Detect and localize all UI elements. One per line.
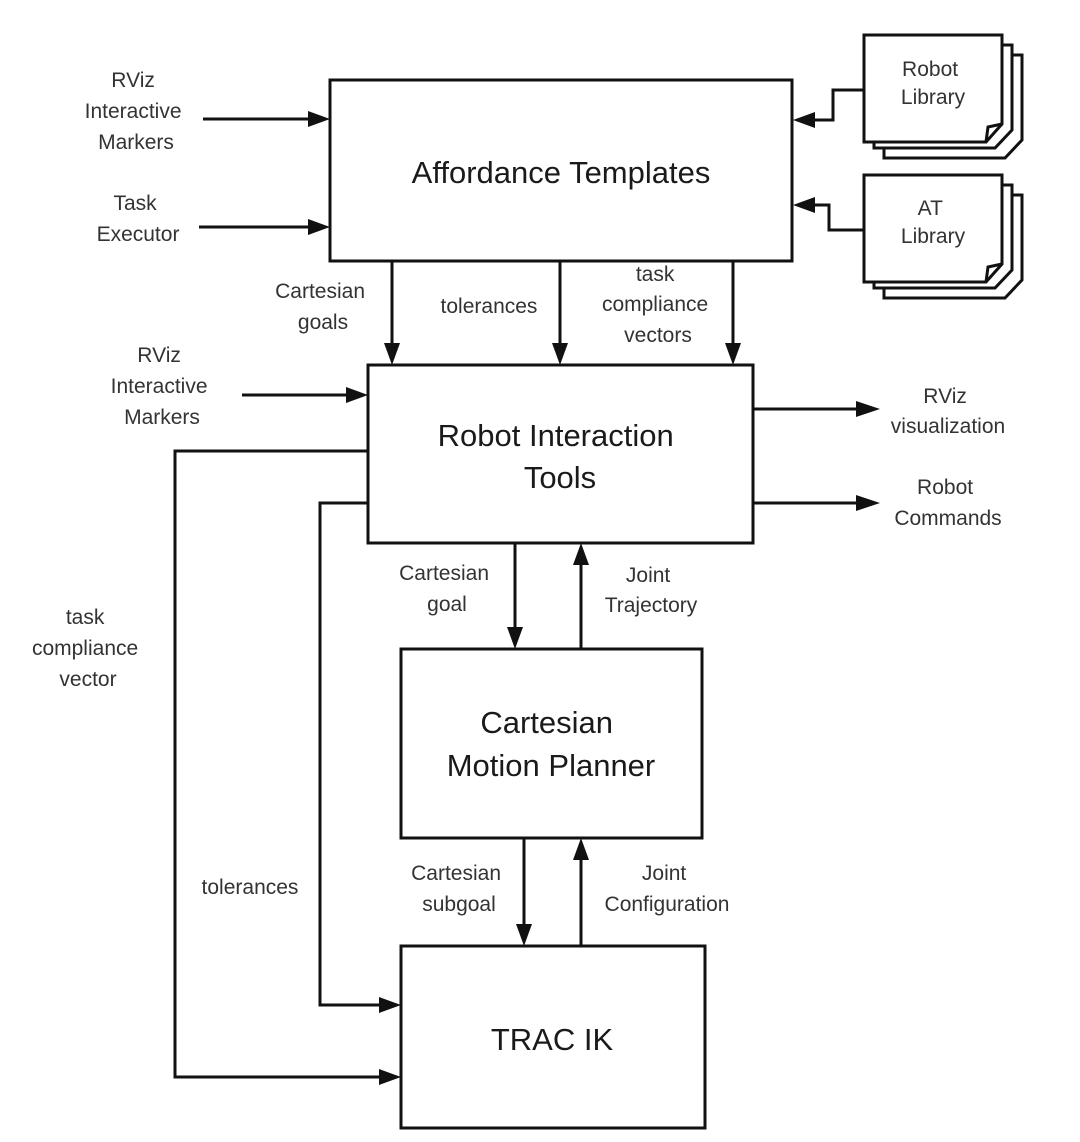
wire-tolerances-bypass bbox=[318, 501, 383, 1007]
page-curl-icon bbox=[984, 262, 1003, 283]
affordance-templates-label: Affordance Templates bbox=[412, 155, 711, 190]
input-label-rviz-markers-mid: RViz Interactive Markers bbox=[111, 344, 214, 429]
arrowhead-icon bbox=[793, 112, 815, 128]
page-curl-icon bbox=[984, 122, 1003, 143]
arrowhead-icon bbox=[725, 343, 741, 365]
arrowhead-icon bbox=[346, 387, 368, 403]
arrowhead-icon bbox=[379, 1069, 401, 1085]
input-label-rviz-markers-top: RViz Interactive Markers bbox=[85, 69, 188, 154]
edge-label-cartesian-goal: Cartesian goal bbox=[399, 562, 495, 616]
robot-library-page-1 bbox=[862, 33, 1004, 144]
robot-interaction-tools-block: Robot Interaction Tools bbox=[366, 363, 755, 545]
wire-robot-library-to-at bbox=[810, 88, 864, 122]
cartesian-motion-planner-label: Cartesian Motion Planner bbox=[447, 705, 656, 783]
arrowhead-icon bbox=[793, 197, 815, 213]
arrowhead-icon bbox=[552, 343, 568, 365]
at-library-stack: AT Library bbox=[862, 173, 1024, 300]
arrowhead-icon bbox=[507, 627, 523, 649]
arrowhead-icon bbox=[573, 838, 589, 860]
robot-library-stack: Robot Library bbox=[862, 33, 1024, 160]
arrowhead-icon bbox=[856, 401, 880, 417]
output-label-robot-commands: Robot Commands bbox=[894, 476, 1001, 530]
arrowhead-icon bbox=[856, 495, 880, 511]
robot-interaction-tools-label: Robot Interaction Tools bbox=[438, 418, 683, 495]
edge-label-tolerances-left: tolerances bbox=[202, 876, 299, 899]
arrowhead-icon bbox=[516, 924, 532, 946]
arrowhead-icon bbox=[308, 219, 330, 235]
edge-label-task-compliance-vectors: task compliance vectors bbox=[602, 263, 714, 347]
edge-label-cartesian-goals: Cartesian goals bbox=[275, 280, 371, 334]
at-library-label: AT Library bbox=[901, 197, 966, 248]
arrowhead-icon bbox=[308, 111, 330, 127]
output-label-rviz-visualization: RViz visualization bbox=[891, 385, 1005, 438]
edge-label-task-compliance-vector: task compliance vector bbox=[32, 606, 144, 691]
trac-ik-block: TRAC IK bbox=[399, 944, 707, 1130]
input-label-task-executor: Task Executor bbox=[97, 192, 180, 246]
robot-library-label: Robot Library bbox=[901, 58, 966, 109]
trac-ik-label: TRAC IK bbox=[491, 1022, 614, 1057]
wire-at-library-to-at bbox=[810, 203, 864, 232]
edge-label-joint-configuration: Joint Configuration bbox=[605, 862, 730, 916]
wire-task-compliance-vector-bypass bbox=[173, 449, 383, 1079]
arrowhead-icon bbox=[384, 343, 400, 365]
edge-label-tolerances-top: tolerances bbox=[441, 295, 538, 318]
at-library-page-1 bbox=[862, 173, 1004, 284]
cartesian-motion-planner-block: Cartesian Motion Planner bbox=[399, 647, 704, 840]
arrowhead-icon bbox=[379, 997, 401, 1013]
edge-label-joint-trajectory: Joint Trajectory bbox=[605, 564, 698, 617]
edge-label-cartesian-subgoal: Cartesian subgoal bbox=[411, 862, 507, 916]
arrowhead-icon bbox=[573, 543, 589, 565]
affordance-templates-block: Affordance Templates bbox=[328, 78, 794, 263]
